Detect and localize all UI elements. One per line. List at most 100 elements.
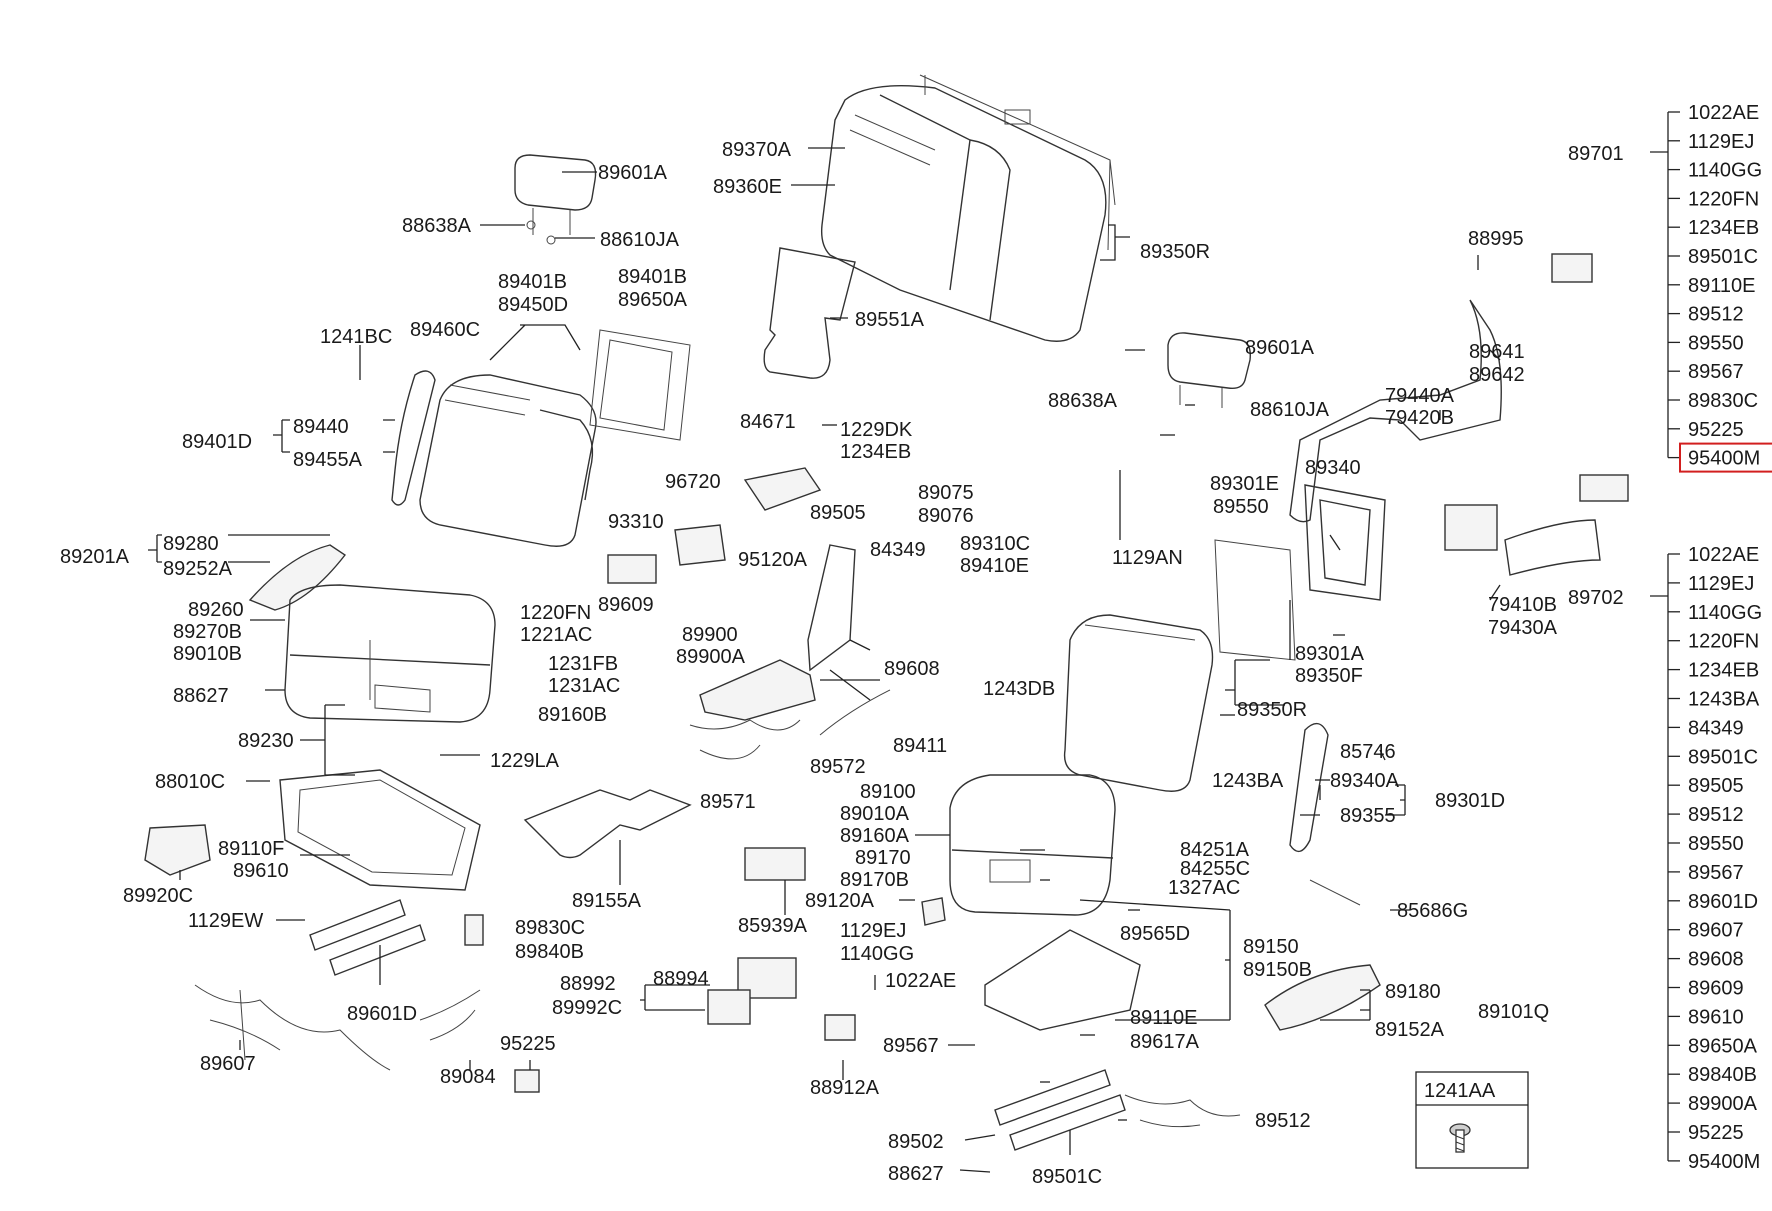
label-85939a: 85939A	[738, 915, 808, 937]
label-89101q: 89101Q	[1478, 1001, 1549, 1023]
kit-item: 1243BA	[1688, 689, 1760, 711]
label-89455a: 89455A	[293, 449, 363, 471]
label-89076: 89076	[918, 505, 974, 527]
callout-box-1241aa: 1241AA	[1415, 1071, 1529, 1169]
kit-item: 1022AE	[1688, 544, 1759, 566]
label-89180: 89180	[1385, 981, 1441, 1003]
kit-item: 1129EJ	[1688, 131, 1754, 153]
label-89110f: 89110F	[218, 838, 284, 860]
kit-89701-list: 89701 1022AE1129EJ1140GG1220FN1234EB8950…	[1568, 102, 1772, 473]
label-89840b: 89840B	[515, 941, 584, 963]
kit-item: 84349	[1688, 717, 1744, 739]
label-1229dk: 1229DK	[840, 419, 913, 441]
label-79410b: 79410B	[1488, 594, 1557, 616]
label-1231fb: 1231FB	[548, 653, 618, 675]
label-96720: 96720	[665, 471, 721, 493]
label-89260: 89260	[188, 599, 244, 621]
kit-item: 1022AE	[1688, 102, 1759, 124]
kit-89702-list: 89702 1022AE1129EJ1140GG1220FN1234EB1243…	[1568, 544, 1762, 1173]
label-89155a: 89155A	[572, 890, 642, 912]
kit-item: 89567	[1688, 862, 1744, 884]
part-illustrations	[144, 74, 1629, 1151]
label-89920c: 89920C	[123, 885, 193, 907]
label-1234eb: 1234EB	[840, 441, 911, 463]
kit-item: 89830C	[1688, 390, 1758, 412]
kit-item: 89650A	[1688, 1035, 1758, 1057]
label-1231ac: 1231AC	[548, 675, 620, 697]
label-89010a: 89010A	[840, 803, 910, 825]
label-88912a: 88912A	[810, 1077, 880, 1099]
label-89641: 89641	[1469, 341, 1525, 363]
label-89010b: 89010B	[173, 643, 242, 665]
kit-89701-label: 89701	[1568, 143, 1624, 165]
kit-item: 89608	[1688, 949, 1744, 971]
label-88610ja: 88610JA	[600, 229, 680, 251]
label-89110e: 89110E	[1130, 1007, 1197, 1029]
kit-item: 89601D	[1688, 891, 1758, 913]
label-89075: 89075	[918, 482, 974, 504]
label-89120a: 89120A	[805, 890, 875, 912]
label-1243db: 1243DB	[983, 678, 1055, 700]
label-89900: 89900	[682, 624, 738, 646]
part-labels: 89601A 88638A 88610JA 89370A 89360E 8935…	[60, 139, 1558, 1188]
kit-item: 95225	[1688, 419, 1744, 441]
label-89502: 89502	[888, 1131, 944, 1153]
label-1327ac: 1327AC	[1168, 877, 1240, 899]
label-89440: 89440	[293, 416, 349, 438]
kit-item: 1234EB	[1688, 217, 1759, 239]
label-89565d: 89565D	[1120, 923, 1190, 945]
label-88610ja: 88610JA	[1250, 399, 1330, 421]
label-89505: 89505	[810, 502, 866, 524]
label-89201a: 89201A	[60, 546, 130, 568]
label-89301e: 89301E	[1210, 473, 1279, 495]
label-89650a: 89650A	[618, 289, 688, 311]
kit-item: 1129EJ	[1688, 573, 1754, 595]
kit-item: 1234EB	[1688, 660, 1759, 682]
label-79440a: 79440A	[1385, 385, 1455, 407]
kit-item: 95400M	[1688, 448, 1760, 470]
label-89301d: 89301D	[1435, 790, 1505, 812]
label-89252a: 89252A	[163, 558, 233, 580]
kit-item: 89501C	[1688, 246, 1758, 268]
label-1129an: 1129AN	[1112, 547, 1183, 569]
label-89450d: 89450D	[498, 294, 568, 316]
label-88638a: 88638A	[1048, 390, 1118, 412]
kit-item: 89607	[1688, 920, 1744, 942]
kit-item: 89840B	[1688, 1064, 1757, 1086]
label-88627: 88627	[173, 685, 229, 707]
label-88992: 88992	[560, 973, 616, 995]
label-84349: 84349	[870, 539, 926, 561]
kit-item: 1220FN	[1688, 188, 1759, 210]
label-88010c: 88010C	[155, 771, 225, 793]
label-89280: 89280	[163, 533, 219, 555]
label-89992c: 89992C	[552, 997, 622, 1019]
label-89100: 89100	[860, 781, 916, 803]
label-1220fn: 1220FN	[520, 602, 591, 624]
label-89360e: 89360E	[713, 176, 782, 198]
label-84671: 84671	[740, 411, 796, 433]
label-89340: 89340	[1305, 457, 1361, 479]
callout-box-label: 1241AA	[1424, 1080, 1496, 1102]
label-89301a: 89301A	[1295, 643, 1365, 665]
label-89160a: 89160A	[840, 825, 910, 847]
label-89310c: 89310C	[960, 533, 1030, 555]
label-89410e: 89410E	[960, 555, 1029, 577]
bolt-icon	[1449, 1123, 1471, 1153]
label-79430a: 79430A	[1488, 617, 1558, 639]
label-88638a: 88638A	[402, 215, 472, 237]
label-89617a: 89617A	[1130, 1031, 1200, 1053]
label-89401b: 89401B	[498, 271, 567, 293]
label-89830c: 89830C	[515, 917, 585, 939]
label-79420b: 79420B	[1385, 407, 1454, 429]
label-89610: 89610	[233, 860, 289, 882]
label-1243ba: 1243BA	[1212, 770, 1284, 792]
label-89608: 89608	[884, 658, 940, 680]
label-89601d: 89601D	[347, 1003, 417, 1025]
kit-item: 95400M	[1688, 1151, 1760, 1173]
label-95225: 95225	[500, 1033, 556, 1055]
label-89460c: 89460C	[410, 319, 480, 341]
label-89609: 89609	[598, 594, 654, 616]
label-89567: 89567	[883, 1035, 939, 1057]
label-1241bc: 1241BC	[320, 326, 392, 348]
label-89900a: 89900A	[676, 646, 746, 668]
